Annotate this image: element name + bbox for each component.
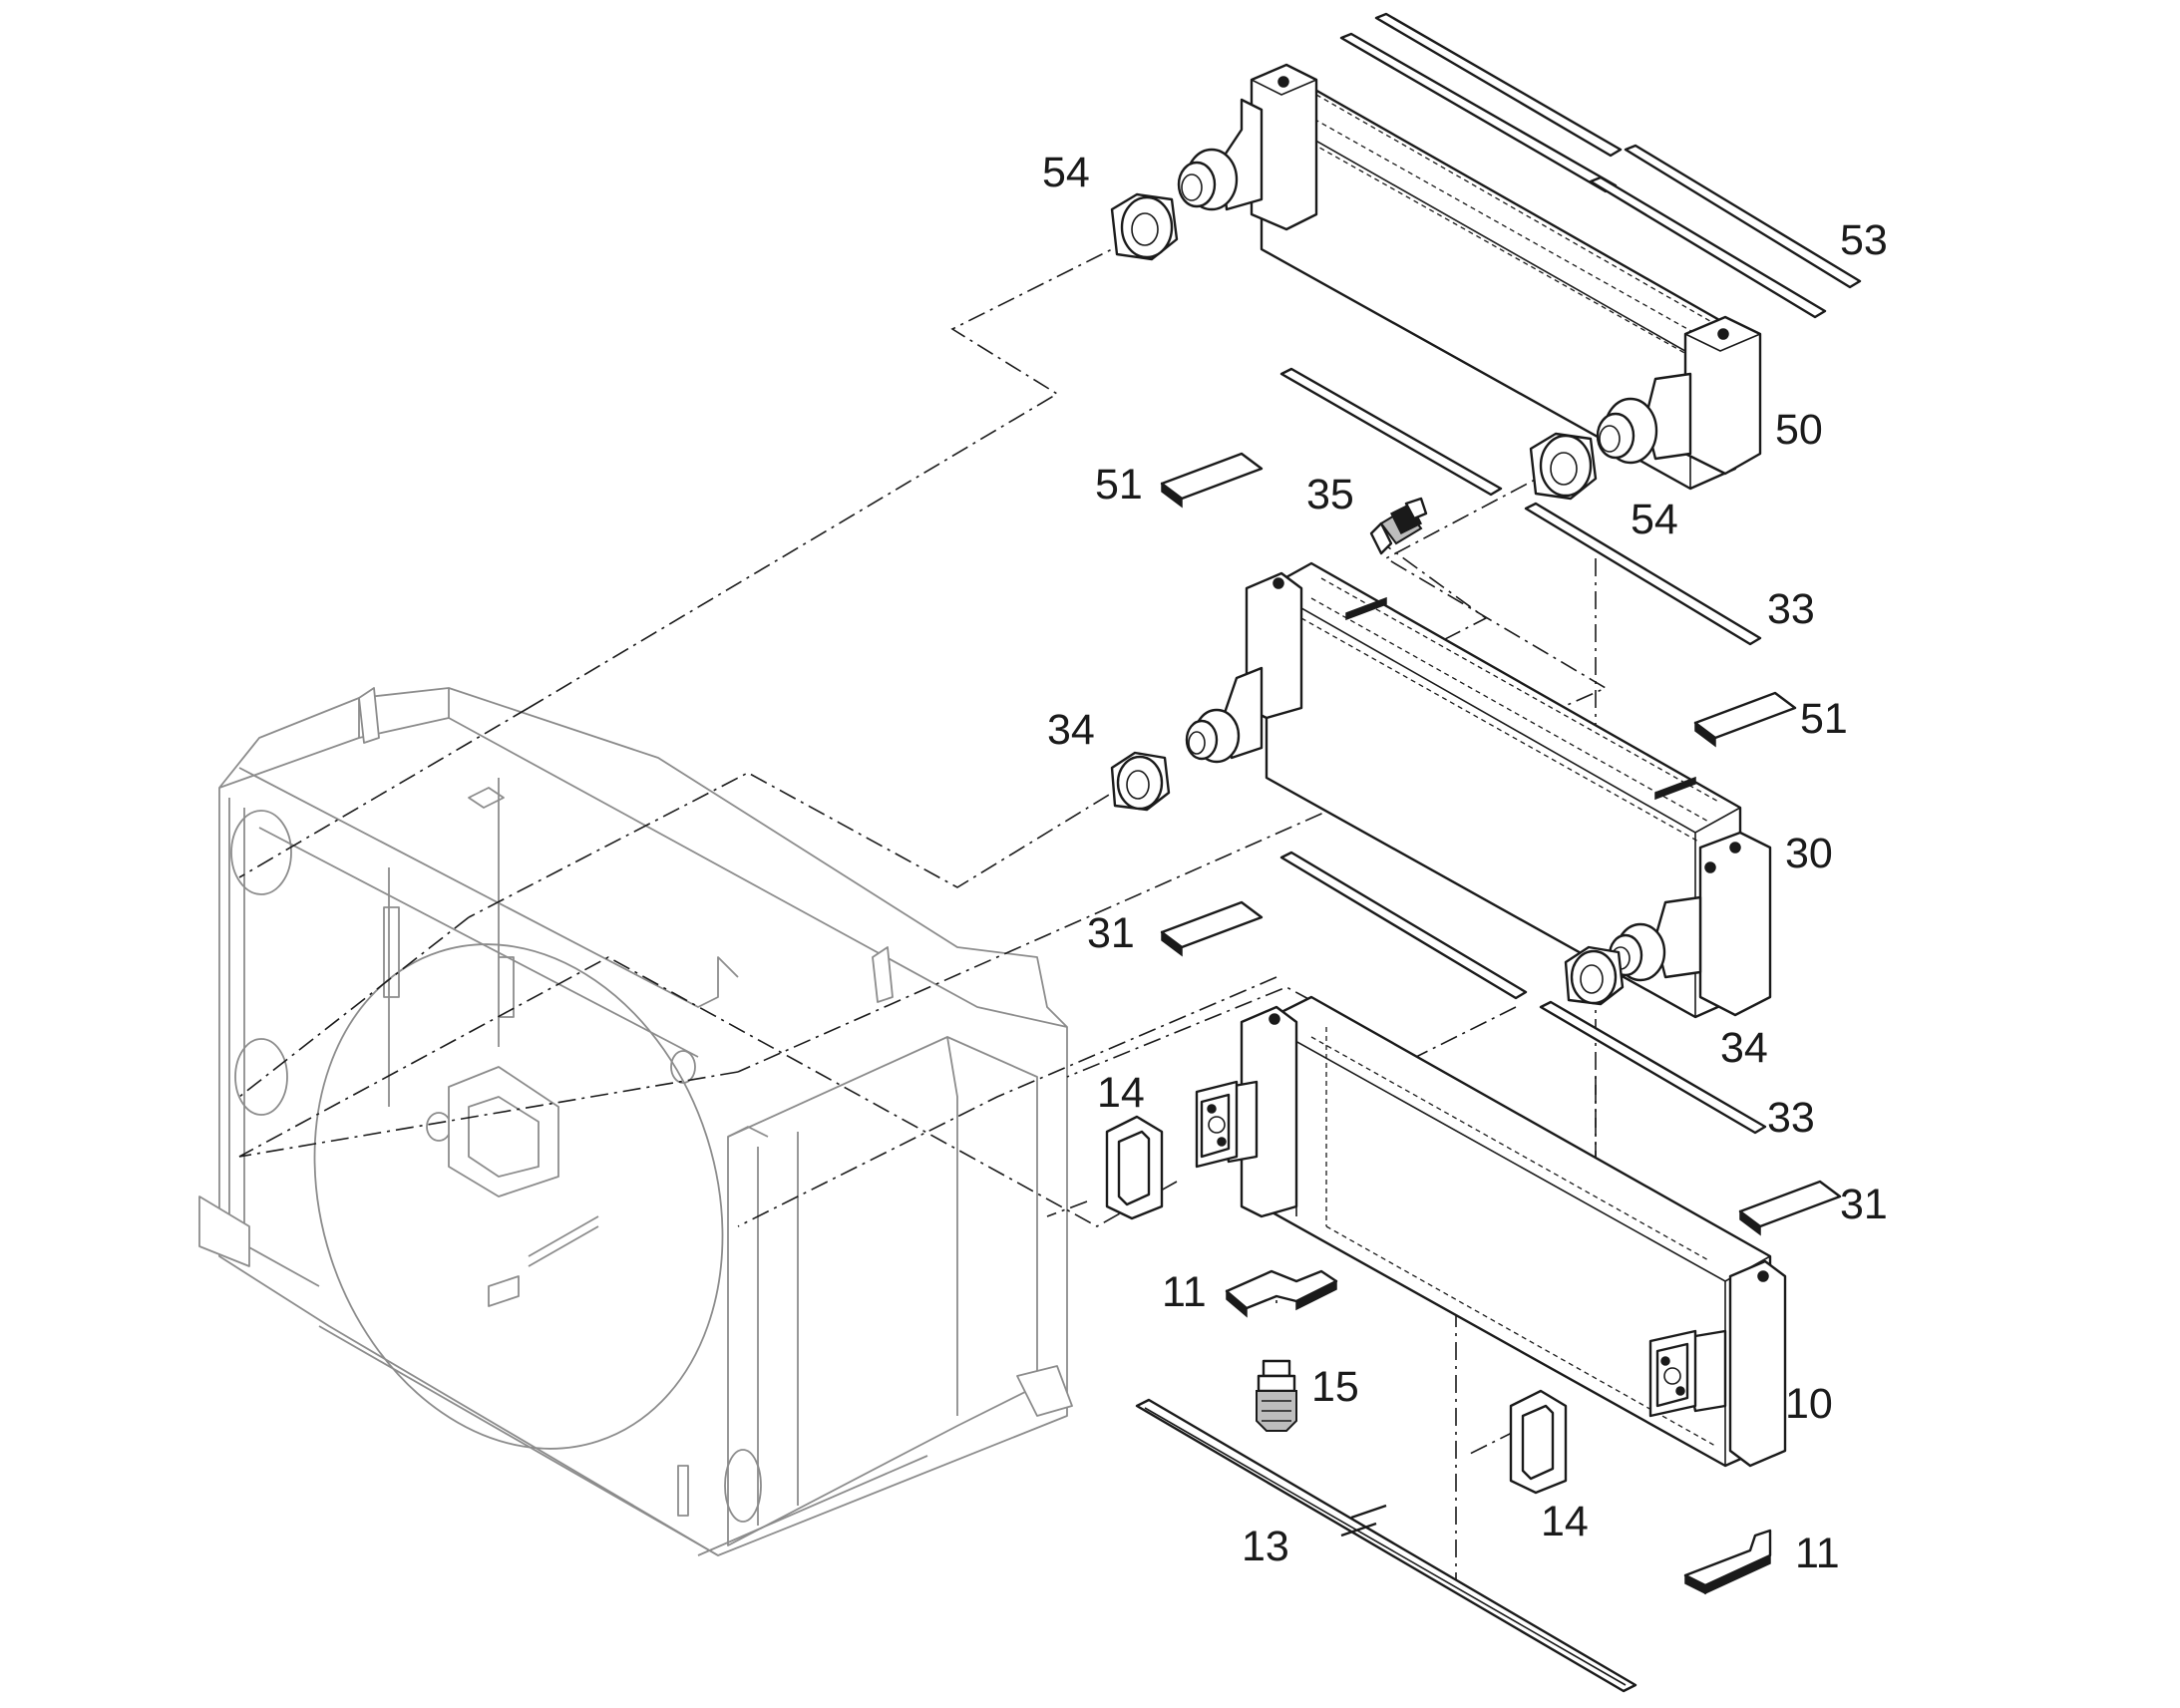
part-35-drain-plug — [1369, 497, 1428, 555]
part-50-radiator — [1177, 63, 1762, 491]
part-30-radiator — [1185, 561, 1772, 1019]
callout-30: 30 — [1785, 830, 1833, 877]
callout-13: 13 — [1242, 1523, 1289, 1570]
part-10-radiator — [1195, 995, 1787, 1468]
callout-54: 54 — [1631, 496, 1678, 543]
part-11-bracket-right — [1683, 1529, 1772, 1595]
callout-34: 34 — [1720, 1024, 1768, 1072]
callout-11: 11 — [1162, 1268, 1207, 1316]
part-33-bar-upper — [1279, 367, 1762, 646]
callout-14: 14 — [1097, 1069, 1145, 1117]
callout-53: 53 — [1840, 216, 1888, 264]
callout-15: 15 — [1311, 1363, 1359, 1411]
part-51-pad-right — [1693, 691, 1797, 748]
callout-34: 34 — [1047, 706, 1095, 754]
callout-31: 31 — [1840, 1181, 1888, 1228]
part-11-bracket-left — [1225, 1269, 1338, 1318]
part-33-bar-lower — [1279, 851, 1767, 1135]
assembly-centerlines — [238, 229, 1608, 1595]
part-53-seal-strips — [1339, 12, 1862, 319]
part-34-ring-upper — [1110, 751, 1171, 812]
part-14-gasket-right — [1509, 1389, 1568, 1495]
callout-50: 50 — [1775, 406, 1823, 454]
callout-11: 11 — [1795, 1530, 1840, 1577]
part-31-pad-right — [1738, 1180, 1842, 1236]
part-14-gasket-left — [1105, 1115, 1164, 1220]
callout-33: 33 — [1767, 1094, 1815, 1142]
part-34-ring-lower — [1564, 945, 1625, 1006]
callout-33: 33 — [1767, 585, 1815, 633]
part-54-ring-upper — [1110, 192, 1179, 261]
part-15-plug — [1256, 1359, 1297, 1432]
part-13-seal-strip — [1135, 1398, 1637, 1693]
callout-35: 35 — [1306, 471, 1354, 518]
callout-31: 31 — [1087, 909, 1135, 957]
callout-54: 54 — [1042, 149, 1090, 196]
callout-51: 51 — [1800, 695, 1848, 743]
part-31-pad-left — [1160, 900, 1264, 957]
callout-labels: 54 53 50 51 35 54 33 34 51 30 31 34 14 3… — [1042, 149, 1888, 1577]
part-51-pad-left — [1160, 452, 1264, 509]
callout-51: 51 — [1095, 461, 1143, 509]
callout-14: 14 — [1541, 1498, 1589, 1545]
part-54-ring-lower — [1529, 432, 1598, 501]
callout-10: 10 — [1785, 1380, 1833, 1428]
radiator-frame-housing — [198, 687, 1073, 1556]
